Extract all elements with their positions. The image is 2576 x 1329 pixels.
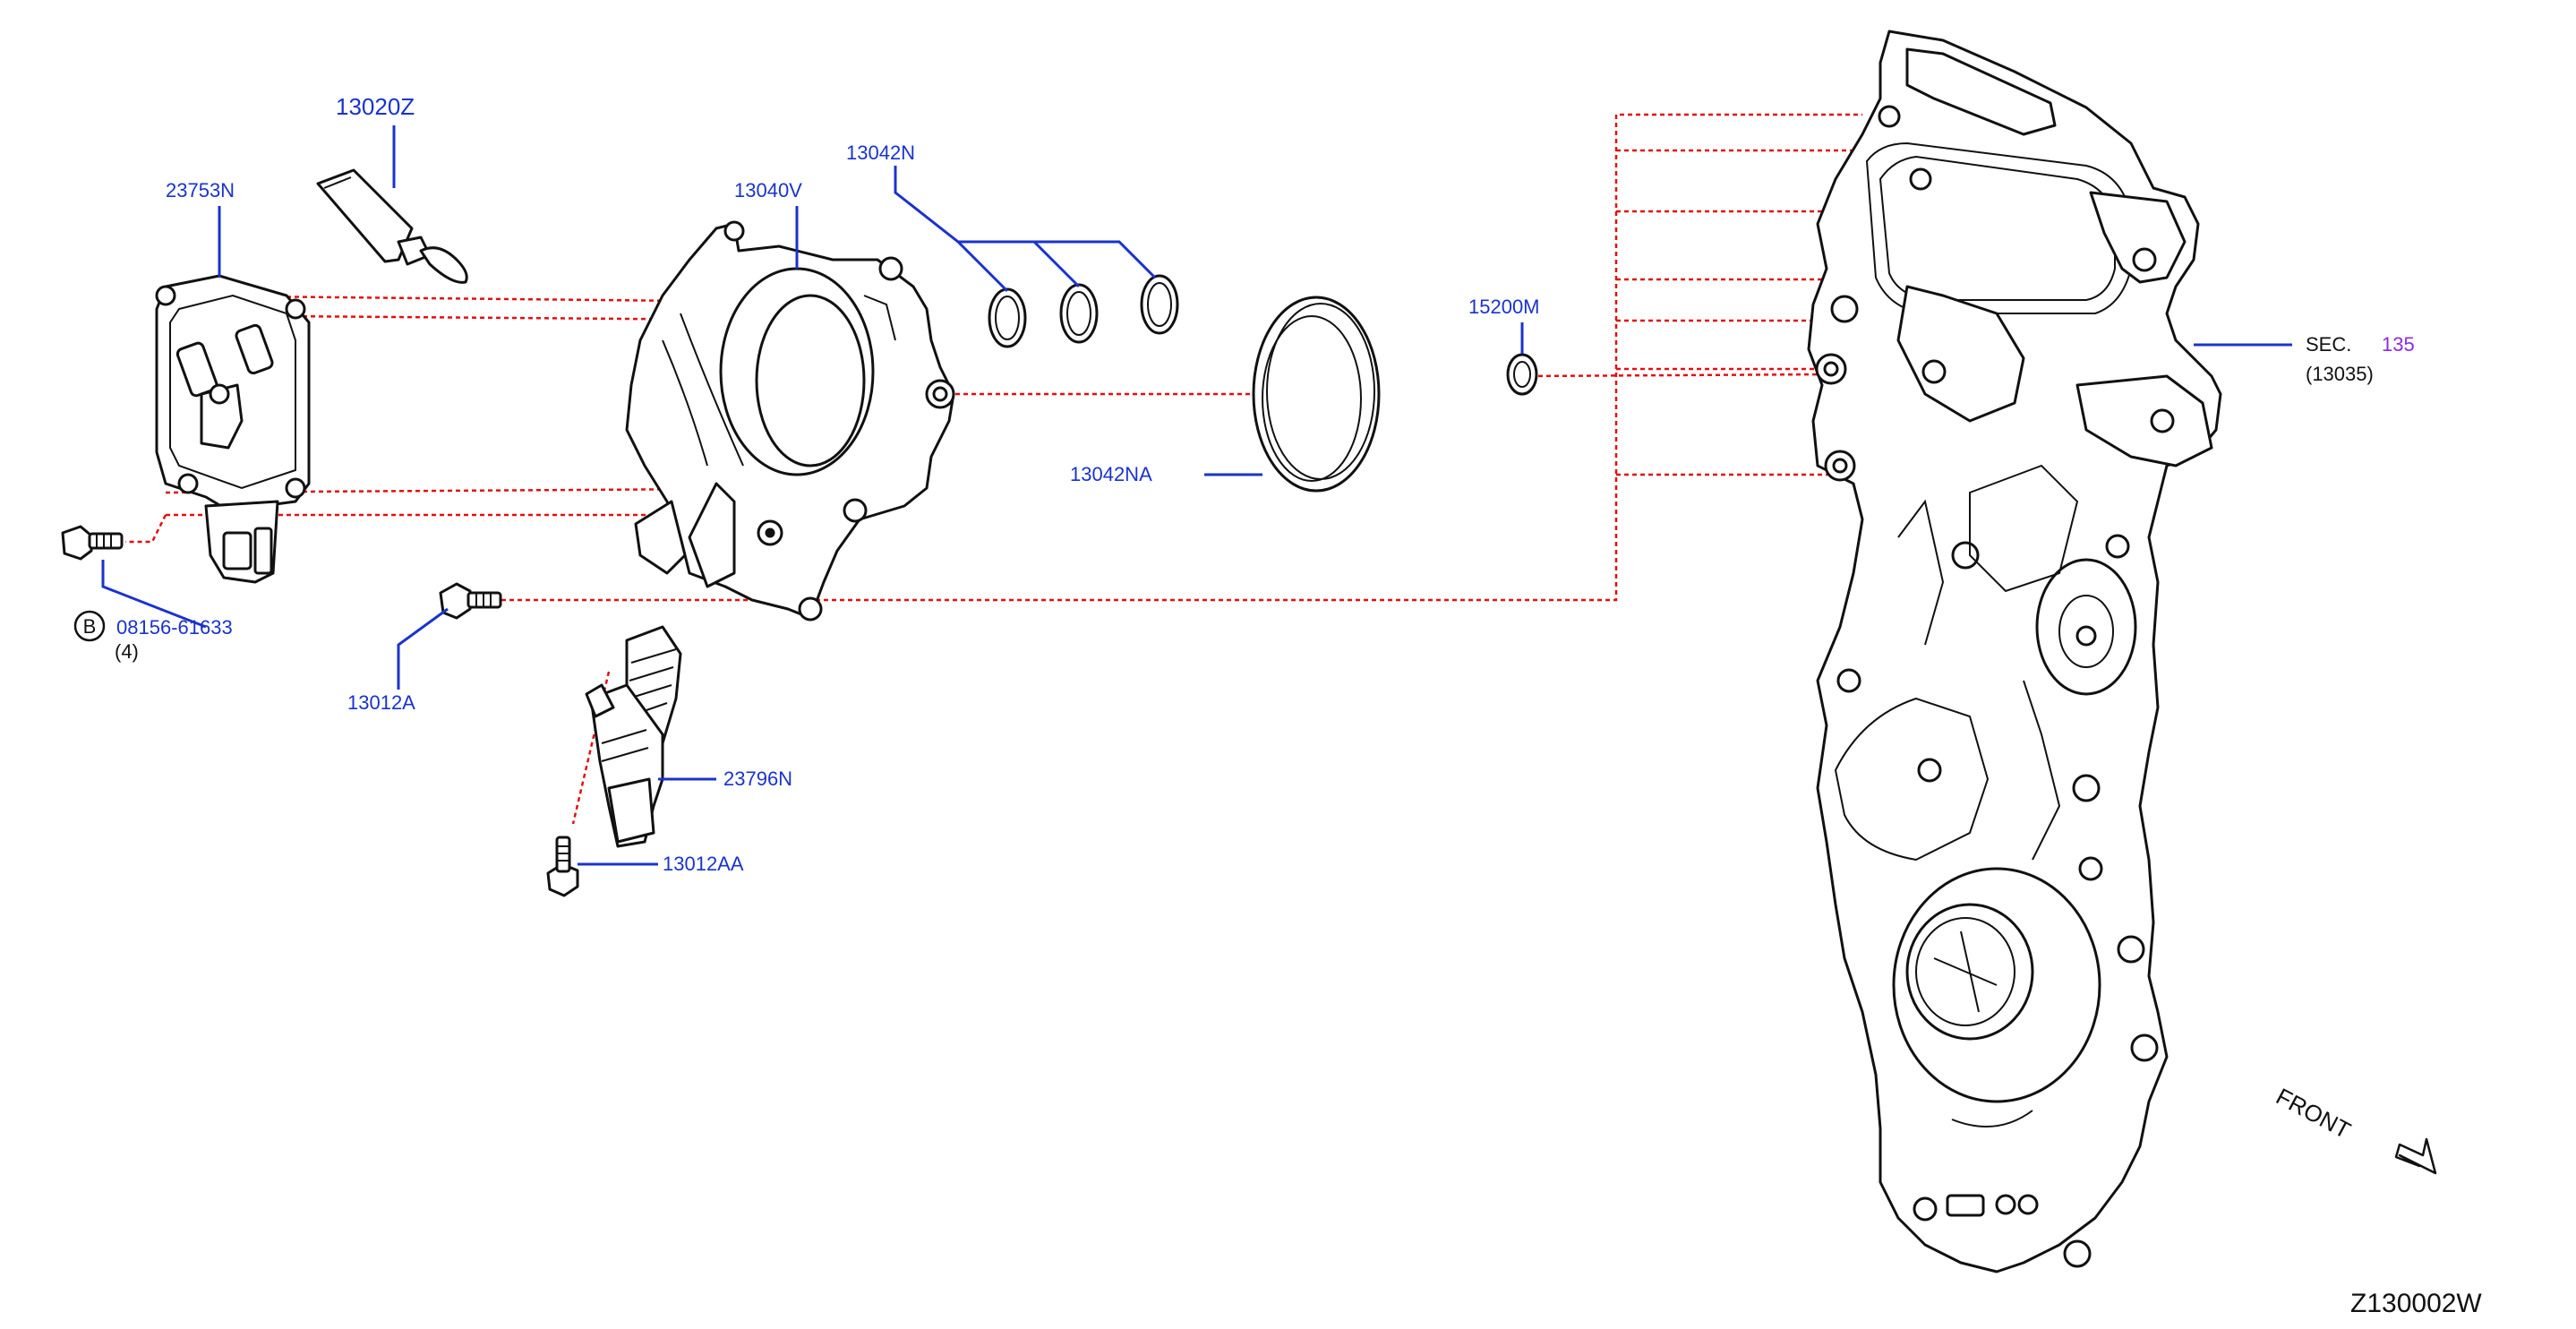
part-23796n-solenoid-valve[interactable] xyxy=(585,625,682,848)
diagram-code: Z130002W xyxy=(2350,1289,2482,1318)
label-15200m[interactable]: 15200M xyxy=(1468,296,1540,318)
label-sec-subcode: (13035) xyxy=(2306,363,2374,385)
label-13012a[interactable]: 13012A xyxy=(347,691,415,714)
label-quantity: (4) xyxy=(115,640,139,663)
front-arrow-icon xyxy=(2394,1137,2437,1175)
label-13020z[interactable]: 13020Z xyxy=(336,93,415,120)
part-13012a-bolt[interactable] xyxy=(439,582,502,620)
label-23753n[interactable]: 23753N xyxy=(166,179,235,201)
part-15200m-small-seal[interactable] xyxy=(1506,353,1538,396)
front-label: FRONT xyxy=(2272,1083,2355,1145)
part-08156-61633-bolt[interactable] xyxy=(61,525,124,561)
part-13040v-housing[interactable] xyxy=(625,220,955,622)
label-23796n[interactable]: 23796N xyxy=(723,767,792,790)
label-13040v[interactable]: 13040V xyxy=(734,179,802,201)
label-sec-prefix: SEC. xyxy=(2306,333,2351,356)
label-08156-61633[interactable]: 08156-61633 xyxy=(116,616,233,639)
label-13042n[interactable]: 13042N xyxy=(846,141,915,164)
part-23753n-cover[interactable] xyxy=(155,274,311,584)
svg-text:B: B xyxy=(83,615,97,638)
leader-lines xyxy=(101,125,2292,866)
part-13012aa-bolt[interactable] xyxy=(546,836,579,897)
part-13020z-sealant-tube[interactable] xyxy=(316,168,468,284)
engine-front-cover[interactable] xyxy=(1807,30,2222,1273)
front-direction-indicator: FRONT xyxy=(2272,1083,2437,1175)
label-13012aa[interactable]: 13012AA xyxy=(663,853,744,875)
part-13042na-seal-ring[interactable] xyxy=(1252,296,1381,493)
label-13042na[interactable]: 13042NA xyxy=(1070,463,1152,485)
label-sec-number[interactable]: 135 xyxy=(2382,333,2415,356)
part-13042n-o-rings[interactable] xyxy=(988,274,1179,348)
label-b-symbol: B xyxy=(73,610,106,642)
